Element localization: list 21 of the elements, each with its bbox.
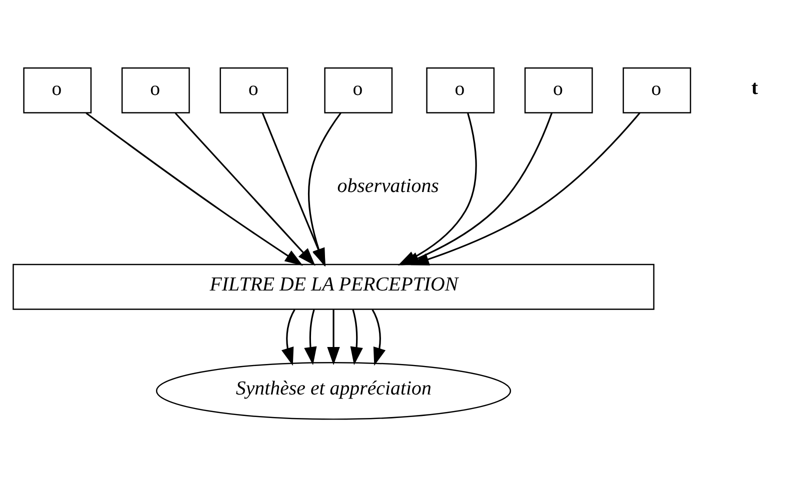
arrow xyxy=(281,308,296,366)
node-box: o xyxy=(524,66,593,113)
arrow xyxy=(308,112,342,266)
node-box: o xyxy=(121,66,190,113)
label: t xyxy=(751,76,758,98)
arrow xyxy=(372,308,386,366)
arrow xyxy=(350,308,363,365)
arrow xyxy=(174,112,316,266)
node-ellipse: Synthèse et appréciation xyxy=(156,361,512,420)
arrow xyxy=(327,309,340,365)
arrow xyxy=(86,112,303,266)
node-box: o xyxy=(324,66,393,113)
node-box: o xyxy=(622,66,692,113)
node-box: FILTRE DE LA PERCEPTION xyxy=(12,263,654,310)
node-box: o xyxy=(220,66,288,113)
node-box: o xyxy=(23,66,92,113)
arrow xyxy=(410,112,640,265)
arrow xyxy=(262,112,326,266)
node-box: o xyxy=(426,66,495,113)
arrow xyxy=(304,308,317,365)
label: observations xyxy=(337,174,439,197)
